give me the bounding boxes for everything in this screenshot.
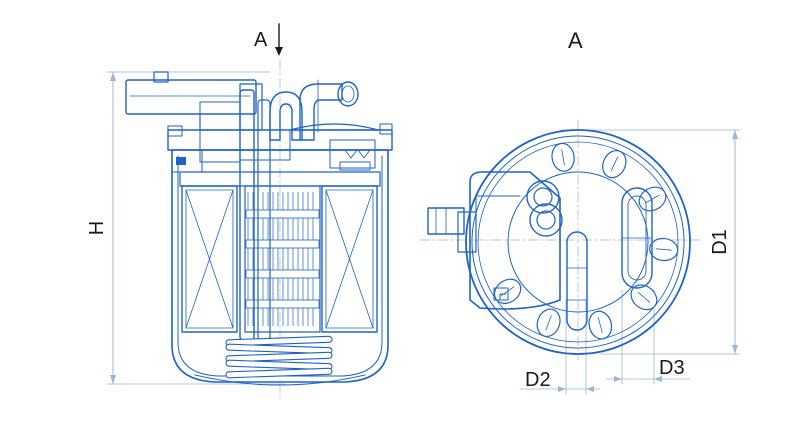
bottom-springs: [225, 335, 333, 379]
top-view: [419, 119, 741, 395]
electrical-connector: [125, 71, 263, 131]
view-arrow: [275, 23, 283, 56]
d2-pipe: [566, 231, 588, 331]
side-view: [106, 23, 393, 401]
top-connector-body: [427, 171, 561, 310]
d2-label: D2: [525, 369, 551, 391]
housing-outer-ring: [465, 129, 691, 355]
inlet-port: [526, 180, 560, 214]
filter-element-left: [181, 185, 238, 333]
d1-label: D1: [708, 229, 731, 255]
view-arrow-label: A: [254, 29, 268, 51]
outlet-port: [529, 203, 563, 237]
d3-pipe: [621, 187, 653, 289]
filter-core: [244, 185, 321, 333]
ring-lobes: [493, 142, 679, 340]
outlet-pipe: [269, 91, 303, 141]
filter-element-right: [321, 185, 378, 333]
housing-body: [171, 149, 389, 383]
view-title-label: A: [568, 28, 583, 53]
inlet-elbow: [299, 83, 343, 141]
height-label: H: [86, 220, 109, 236]
filter-mesh-cap: [199, 101, 241, 163]
height-dimension: [106, 71, 286, 385]
d3-label: D3: [659, 357, 685, 379]
